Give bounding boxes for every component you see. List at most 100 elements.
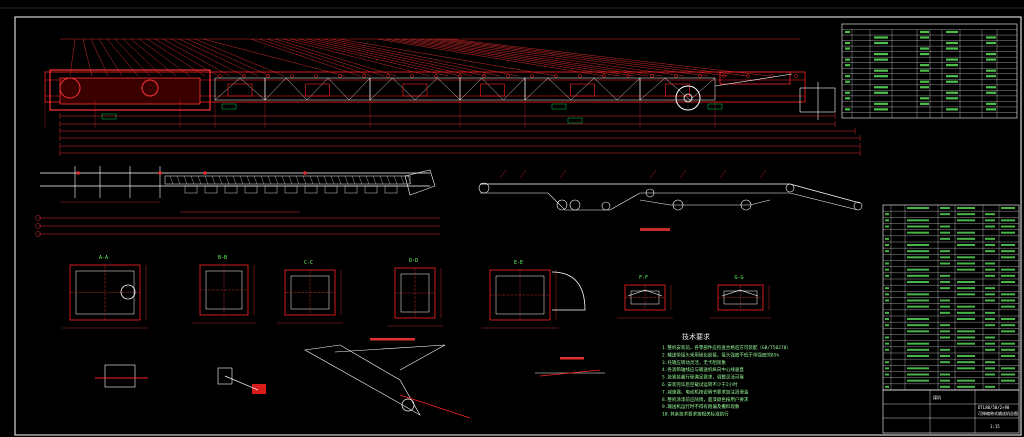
table-cell-text [940,281,950,283]
parts-table-top-frame [841,23,1018,119]
table-cell-text [940,287,950,290]
table-cell-text [957,367,975,370]
table-cell-text [985,262,995,265]
table-cell-text [940,262,950,265]
section-label: E-E [514,260,523,266]
table-cell-text [985,324,995,327]
table-cell-text [985,250,995,253]
plan-marker [158,171,162,175]
plan-roller [184,185,198,194]
callout-leader [250,38,361,77]
table-cell-text [907,330,929,333]
dim-text-box [707,103,723,110]
plan-dim-node [35,223,41,229]
table-cell-text [885,293,889,296]
carry-idler [554,74,558,78]
detail-rail-red [539,369,601,377]
truss-segment [639,77,716,101]
drive-pulley-2 [141,79,159,97]
drive-pulley [59,77,81,99]
table-cell-text [985,367,995,370]
section-label: G-G [735,275,744,281]
table-cell-text [885,324,889,327]
plan-hatch [400,175,405,185]
section-label: C-C [304,260,313,266]
carry-idler [218,74,222,78]
table-cell-text [957,262,975,265]
dim-text-box [551,103,567,110]
table-cell-text [920,69,929,72]
callout-leader [384,38,621,77]
idler-frame [665,83,690,97]
plan-details [74,166,436,198]
belt-pulley [556,199,568,211]
plan-hatch [288,175,293,185]
carry-idler [650,74,654,78]
table-cell-text [946,91,958,94]
table-cell-text [985,219,995,222]
table-cell-text [907,324,929,327]
plan-hatch [204,175,209,185]
note-line: 5.张紧装置行程满足要求，调整灵活可靠 [662,374,744,381]
carry-idler [530,74,534,78]
carry-idler [362,74,366,78]
table-cell-text [907,244,929,246]
carry-idler [338,74,342,78]
table-cell-text [946,64,958,67]
table-cell-text [946,75,958,78]
table-cell-text [940,274,950,277]
drive-head [49,69,211,111]
table-cell-text [986,36,996,39]
plan-hatch [260,175,265,185]
dim-text-box [567,117,583,124]
table-cell-text [1001,348,1015,351]
table-cell-text [985,311,995,314]
plan-hatch [197,175,202,185]
truss-diagonal [437,77,461,101]
table-cell-text [940,361,950,364]
table-cell-text [845,97,850,100]
technical-notes: 技术要求 1.整机安装前，各零部件应检查合格后方可装配（GB/T50270）2.… [662,332,791,418]
callout-leader [162,38,231,77]
section-label: B-B [218,255,227,261]
plan-view [35,166,440,237]
truss-segment [214,77,266,101]
drawing-border [14,16,1022,436]
tail-pulley-hub [683,93,693,103]
table-cell-text [940,207,950,209]
truss-diagonal [524,77,549,101]
table-cell-text [1001,256,1015,259]
table-cell-text [907,318,929,320]
plan-hatch [407,175,412,185]
notes-title: 技术要求 [682,332,710,341]
carry-idler [458,74,462,78]
plan-hatch [239,175,244,185]
callout-leader [408,38,663,77]
carry-idler [242,74,246,78]
idler-frame [305,83,330,97]
note-line: 4.各滚筒轴线应与输送机纵向中心线垂直 [662,366,744,373]
table-cell-text [940,311,950,314]
plan-tail [404,169,436,196]
callout-leader [376,38,605,77]
table-cell-text [985,318,995,320]
table-cell-text [957,361,975,364]
callout-leader [322,38,501,77]
table-cell-text [985,361,995,364]
callout-leader [178,38,259,77]
notes-lines: 1.整机安装前，各零部件应检查合格后方可装配（GB/T50270）2.输送带接头… [662,344,791,418]
callout-leader [416,38,685,77]
table-cell-text [946,97,958,100]
plan-hatch [372,175,377,185]
callout-leader [186,38,271,77]
table-cell-text [920,47,929,50]
loading-ramp [714,73,793,87]
table-cell-text [986,52,996,56]
table-cell-text [986,86,996,89]
table-cell-text [940,237,950,240]
table-cell-text [1001,219,1015,222]
table-cell-text [920,86,929,89]
plan-hatch [190,175,195,185]
plan-hatch [225,175,230,185]
truss-diagonal [414,77,438,101]
